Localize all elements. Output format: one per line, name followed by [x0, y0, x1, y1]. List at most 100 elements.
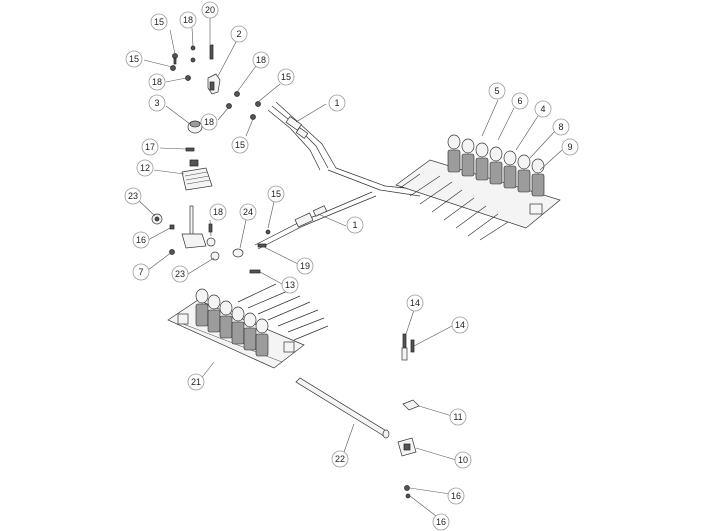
callout-20: 20	[201, 1, 219, 19]
callout-15: 15	[231, 136, 249, 154]
callout-circle	[231, 136, 249, 154]
callout-16: 16	[132, 231, 150, 249]
callout-21: 21	[187, 373, 205, 391]
callout-12: 12	[136, 159, 154, 177]
callout-circle	[141, 138, 159, 156]
callout-8: 8	[552, 118, 570, 136]
callout-circle	[511, 92, 529, 110]
callout-number: 1	[334, 98, 339, 108]
valve-sections-lower	[195, 288, 269, 357]
callout-3: 3	[148, 94, 166, 112]
callout-number: 14	[455, 320, 465, 330]
callout-2: 2	[230, 25, 248, 43]
callout-number: 15	[235, 140, 245, 150]
callout-number: 15	[271, 189, 281, 199]
callout-circle	[132, 263, 150, 281]
callout-number: 15	[129, 54, 139, 64]
callout-number: 23	[175, 269, 185, 279]
callout-circle	[125, 50, 143, 68]
callout-15: 15	[150, 13, 168, 31]
callout-1: 1	[328, 94, 346, 112]
callout-15: 15	[125, 50, 143, 68]
callout-11: 11	[449, 408, 467, 426]
callout-circle	[552, 118, 570, 136]
callout-5: 5	[488, 82, 506, 100]
callout-circle	[534, 100, 552, 118]
callout-number: 16	[436, 517, 446, 527]
callout-number: 3	[154, 98, 159, 108]
callout-circle	[432, 513, 450, 531]
callout-number: 15	[154, 17, 164, 27]
callout-circle	[281, 276, 299, 294]
callout-number: 19	[300, 261, 310, 271]
callout-9: 9	[561, 138, 579, 156]
callout-16: 16	[432, 513, 450, 531]
callout-4: 4	[534, 100, 552, 118]
callout-number: 15	[281, 72, 291, 82]
small-parts-right	[397, 333, 420, 499]
callout-14: 14	[406, 294, 424, 312]
callout-number: 20	[205, 5, 215, 15]
valve-sections-upper	[447, 134, 545, 197]
callout-circle	[267, 185, 285, 203]
callout-number: 12	[140, 163, 150, 173]
callout-number: 24	[243, 207, 253, 217]
callout-number: 14	[410, 298, 420, 308]
callout-number: 18	[183, 15, 193, 25]
callout-number: 13	[285, 280, 295, 290]
callout-7: 7	[132, 263, 150, 281]
callout-18: 18	[179, 11, 197, 29]
callout-circle	[187, 373, 205, 391]
callout-number: 17	[145, 142, 155, 152]
callout-6: 6	[511, 92, 529, 110]
callout-24: 24	[239, 203, 257, 221]
callout-leaders	[133, 18, 563, 517]
small-fastener-parts-upper-left	[170, 44, 261, 191]
callout-number: 16	[451, 491, 461, 501]
callout-number: 21	[191, 377, 201, 387]
callout-circle	[449, 408, 467, 426]
callout-number: 2	[236, 29, 241, 39]
callout-circle	[277, 68, 295, 86]
callout-number: 18	[213, 207, 223, 217]
callout-13: 13	[281, 276, 299, 294]
valve-bank-lower-left	[167, 283, 329, 369]
callout-circle	[328, 94, 346, 112]
callout-circle	[209, 203, 227, 221]
callout-number: 23	[128, 191, 138, 201]
callout-circle	[179, 11, 197, 29]
callout-23: 23	[171, 265, 189, 283]
callout-circle	[296, 257, 314, 275]
callout-number: 18	[256, 55, 266, 65]
callout-circle	[230, 25, 248, 43]
callout-circle	[148, 94, 166, 112]
callout-circle	[171, 265, 189, 283]
valve-bank-upper-right	[395, 134, 561, 241]
callout-number: 4	[540, 104, 545, 114]
callout-number: 22	[335, 454, 345, 464]
callout-1: 1	[346, 216, 364, 234]
callout-circle	[451, 316, 469, 334]
callout-circle	[201, 1, 219, 19]
callout-number: 18	[152, 77, 162, 87]
control-cables	[254, 101, 426, 250]
callout-19: 19	[296, 257, 314, 275]
callout-18: 18	[209, 203, 227, 221]
callout-18: 18	[252, 51, 270, 69]
callout-circle	[454, 451, 472, 469]
callout-number: 5	[494, 86, 499, 96]
callout-number: 11	[453, 412, 462, 422]
callout-circle	[561, 138, 579, 156]
callout-15: 15	[267, 185, 285, 203]
callout-circle	[150, 13, 168, 31]
callout-17: 17	[141, 138, 159, 156]
lever-assembly-parts	[151, 205, 271, 274]
callout-number: 10	[458, 455, 468, 465]
callout-number: 1	[352, 220, 357, 230]
callout-circle	[200, 113, 218, 131]
callout-circle	[132, 231, 150, 249]
callout-circle	[136, 159, 154, 177]
shaft-part-22	[295, 377, 390, 439]
callout-circle	[252, 51, 270, 69]
callout-10: 10	[454, 451, 472, 469]
